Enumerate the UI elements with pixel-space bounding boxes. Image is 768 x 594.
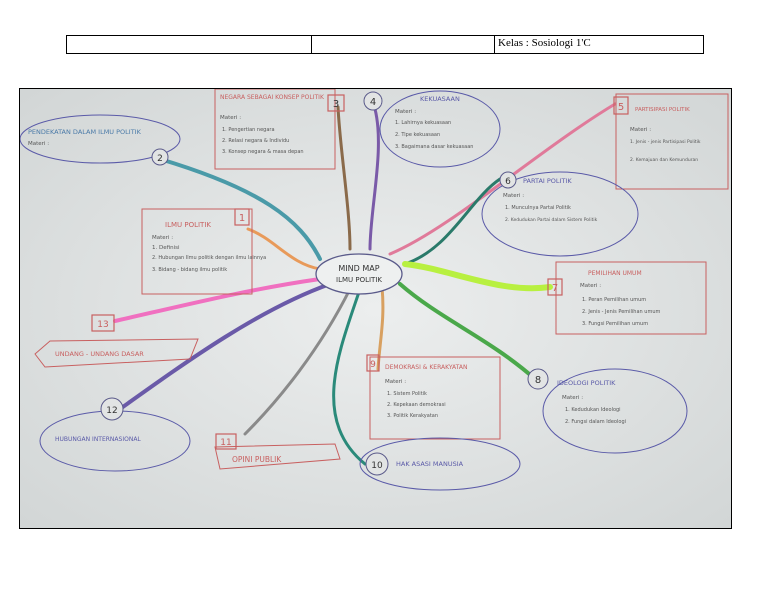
center-title: MIND MAP bbox=[338, 264, 379, 273]
center-node bbox=[315, 253, 403, 295]
node-7-label: Materi : bbox=[580, 283, 601, 289]
node-3-title: NEGARA SEBAGAI KONSEP POLITIK bbox=[220, 94, 325, 101]
node-11: 11 OPINI PUBLIK bbox=[214, 433, 341, 470]
node-7-title: PEMILIHAN UMUM bbox=[588, 270, 642, 277]
node-9-item-1: 1. Sistem Politik bbox=[387, 391, 427, 397]
mind-map-drawing: MIND MAP ILMU POLITIK 1 ILMU POLITIK Mat… bbox=[20, 89, 731, 528]
node-5-number: 5 bbox=[618, 102, 624, 113]
branch-line-12 bbox=[118, 282, 332, 411]
node-5-label: Materi : bbox=[630, 127, 651, 133]
node-4: 4 KEKUASAAN Materi : 1. Lahirnya kekuasa… bbox=[363, 90, 501, 168]
header-cell-class: Kelas : Sosiologi 1'C bbox=[498, 37, 591, 49]
node-10-title: HAK ASASI MANUSIA bbox=[396, 460, 464, 468]
node-7-item-1: 1. Peran Pemilihan umum bbox=[582, 297, 646, 303]
header-cell-1 bbox=[67, 36, 312, 53]
branch-line-8 bbox=[398, 282, 537, 381]
node-10: 10 HAK ASASI MANUSIA bbox=[359, 437, 521, 491]
node-8-item-1: 1. Kedudukan Ideologi bbox=[565, 407, 621, 413]
node-9-title: DEMOKRASI & KERAKYATAN bbox=[385, 364, 467, 371]
node-5-item-2: 2. Kemajuan dan Kemunduran bbox=[630, 157, 698, 163]
node-6: 6 PARTAI POLITIK Materi : 1. Munculnya P… bbox=[481, 171, 639, 257]
node-1-item-3: 3. Bidang - bidang ilmu politik bbox=[152, 267, 227, 273]
branch-line-2 bbox=[158, 157, 322, 261]
node-8-item-2: 2. Fungsi dalam Ideologi bbox=[565, 419, 626, 425]
node-7-item-2: 2. Jenis - Jenis Pemilihan umum bbox=[582, 309, 661, 315]
node-4-title: KEKUASAAN bbox=[420, 95, 460, 103]
node-5: 5 PARTISIPASI POLITIK Materi : 1. Jenis … bbox=[613, 93, 729, 190]
node-4-item-3: 3. Bagaimana dasar kekuasaan bbox=[395, 144, 473, 150]
node-11-title: OPINI PUBLIK bbox=[232, 455, 282, 464]
header-table: Kelas : Sosiologi 1'C bbox=[66, 35, 704, 54]
node-8-label: Materi : bbox=[562, 395, 583, 401]
node-1: 1 ILMU POLITIK Materi : 1. Definisi 2. H… bbox=[141, 208, 266, 295]
node-8: 8 IDEOLOGI POLITIK Materi : 1. Kedudukan… bbox=[527, 368, 688, 454]
node-10-number: 10 bbox=[371, 461, 383, 471]
branch-line-10 bbox=[332, 287, 367, 466]
node-7-number: 7 bbox=[552, 283, 558, 294]
node-8-title: IDEOLOGI POLITIK bbox=[557, 379, 616, 387]
node-7-item-3: 3. Fungsi Pemilihan umum bbox=[582, 321, 648, 327]
branch-line-13 bbox=[113, 277, 322, 323]
node-9-number: 9 bbox=[370, 360, 376, 370]
node-6-item-2: 2. Kedudukan Partai dalam Sistem Politik bbox=[505, 217, 598, 223]
node-2-label: Materi : bbox=[28, 141, 49, 147]
node-5-item-1: 1. Jenis - jenis Partisipasi Politik bbox=[630, 139, 701, 145]
node-3: 3 NEGARA SEBAGAI KONSEP POLITIK Materi :… bbox=[214, 89, 345, 170]
mind-map-photo: MIND MAP ILMU POLITIK 1 ILMU POLITIK Mat… bbox=[19, 88, 732, 529]
node-11-number: 11 bbox=[220, 438, 231, 448]
node-9: 9 DEMOKRASI & KERAKYATAN Materi : 1. Sis… bbox=[366, 354, 501, 440]
node-8-number: 8 bbox=[535, 375, 541, 386]
node-13-title: UNDANG - UNDANG DASAR bbox=[55, 350, 144, 358]
node-6-label: Materi : bbox=[503, 193, 524, 199]
branch-line-3 bbox=[336, 105, 352, 251]
node-3-label: Materi : bbox=[220, 115, 241, 121]
node-9-item-2: 2. Kepekaan demokrasi bbox=[387, 402, 446, 408]
node-4-number: 4 bbox=[370, 97, 376, 108]
node-12: 12 HUBUNGAN INTERNASIONAL bbox=[39, 397, 191, 472]
node-12-number: 12 bbox=[106, 406, 117, 416]
node-13-number: 13 bbox=[97, 320, 108, 330]
node-7: 7 PEMILIHAN UMUM Materi : 1. Peran Pemil… bbox=[547, 261, 707, 335]
branch-lines bbox=[113, 102, 617, 466]
node-3-item-3: 3. Konsep negara & masa depan bbox=[222, 149, 304, 155]
node-4-item-1: 1. Lahirnya kekuasaan bbox=[395, 120, 451, 126]
branch-line-11 bbox=[243, 287, 352, 436]
node-9-label: Materi : bbox=[385, 379, 406, 385]
branch-line-1 bbox=[246, 227, 322, 271]
node-9-item-3: 3. Politik Kerakyatan bbox=[387, 413, 438, 419]
branch-line-7 bbox=[402, 261, 553, 292]
node-3-number: 3 bbox=[333, 99, 339, 110]
node-5-title: PARTISIPASI POLITIK bbox=[635, 107, 690, 113]
node-3-item-2: 2. Relasi negara & Individu bbox=[222, 138, 289, 144]
node-3-item-1: 1. Pengertian negara bbox=[222, 127, 275, 133]
node-1-item-1: 1. Definisi bbox=[152, 245, 180, 251]
center-subtitle: ILMU POLITIK bbox=[336, 276, 382, 284]
node-6-number: 6 bbox=[505, 177, 511, 187]
node-2-number: 2 bbox=[157, 154, 163, 164]
branch-line-4 bbox=[368, 107, 380, 251]
node-12-title: HUBUNGAN INTERNASIONAL bbox=[55, 436, 141, 443]
node-1-item-2: 2. Hubungan Ilmu politik dengan ilmu lai… bbox=[152, 255, 266, 261]
node-2-title: PENDEKATAN DALAM ILMU POLITIK bbox=[28, 128, 142, 136]
node-2: 2 PENDEKATAN DALAM ILMU POLITIK Materi : bbox=[20, 114, 181, 166]
header-cell-2 bbox=[312, 36, 495, 53]
node-13: 13 UNDANG - UNDANG DASAR bbox=[34, 314, 199, 368]
node-1-label: Materi : bbox=[152, 235, 173, 241]
node-6-item-1: 1. Munculnya Partai Politik bbox=[505, 205, 571, 211]
node-1-title: ILMU POLITIK bbox=[165, 221, 211, 229]
node-1-number: 1 bbox=[239, 213, 245, 224]
node-4-item-2: 2. Tipe kekuasaan bbox=[395, 132, 440, 138]
branch-line-5 bbox=[388, 102, 617, 256]
node-6-title: PARTAI POLITIK bbox=[523, 177, 572, 185]
node-4-label: Materi : bbox=[395, 109, 416, 115]
branch-line-6 bbox=[403, 177, 502, 266]
